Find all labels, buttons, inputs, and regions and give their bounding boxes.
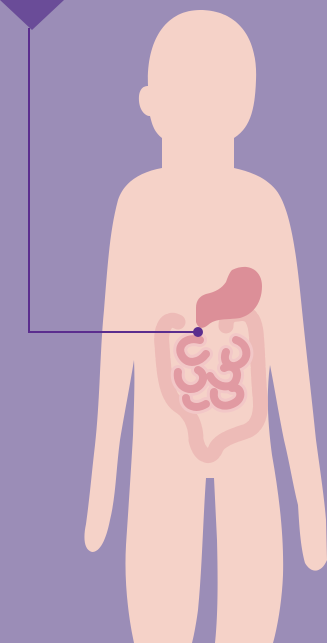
pointer-dot [193, 327, 203, 337]
